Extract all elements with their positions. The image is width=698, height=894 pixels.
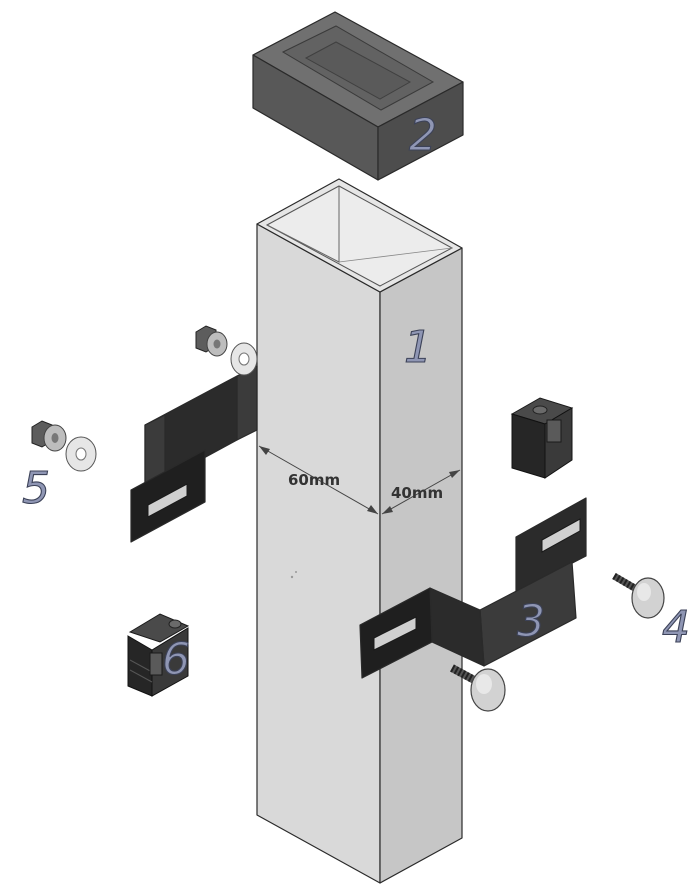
part-label-5: 5 — [22, 463, 50, 514]
clip-left-hole — [168, 619, 182, 629]
clip-left-side — [151, 627, 189, 697]
post-front-face — [256, 223, 381, 884]
bolt-upper — [612, 572, 665, 619]
clip-right-front — [511, 413, 546, 479]
washer-large-lower-hole — [75, 447, 87, 461]
part-label-6: 6 — [162, 634, 190, 685]
part-label-1: 1 — [404, 322, 432, 373]
dimension-60mm: 60mm — [258, 445, 379, 515]
dimension-60mm-arrow-end — [367, 505, 378, 514]
post-hole-mark — [290, 575, 294, 579]
bolt-lower-head-highlight — [476, 674, 492, 694]
dimension-40mm-line — [381, 469, 461, 515]
washer-small-upper-hole — [213, 339, 221, 349]
dimension-60mm-label: 60mm — [288, 471, 340, 489]
bracket-right-slot — [373, 616, 417, 651]
cap-inner-recess — [304, 41, 412, 100]
dimension-40mm-arrow-end — [449, 470, 460, 478]
bracket-right — [359, 497, 587, 679]
bolt-upper-head-highlight — [637, 583, 651, 601]
post-cap — [252, 11, 464, 181]
bracket-left-slot — [147, 483, 188, 518]
dimension-40mm-label: 40mm — [391, 484, 443, 502]
clip-left-ridge — [129, 659, 153, 673]
clip-left-notch — [149, 652, 163, 676]
dimension-40mm-arrow-start — [382, 506, 393, 514]
washer-large-upper-hole — [238, 352, 250, 366]
washer-small-lower-hole — [51, 433, 59, 443]
dimension-60mm-arrow-start — [259, 446, 270, 455]
post-hole-mark-2 — [295, 571, 297, 573]
dimension-60mm-line — [258, 445, 379, 515]
clip-right-notch — [546, 419, 562, 443]
nut-washer-upper — [195, 325, 258, 376]
part-label-2: 2 — [409, 110, 437, 161]
cap-side-face — [377, 81, 464, 181]
nut-washer-lower — [31, 420, 97, 472]
bolt-lower — [450, 664, 506, 712]
clip-right — [510, 397, 574, 479]
dimension-40mm: 40mm — [381, 469, 461, 515]
bracket-left — [130, 365, 258, 543]
post-inner-edge-2 — [338, 247, 453, 263]
part-label-3: 3 — [517, 596, 545, 647]
post — [256, 178, 463, 884]
bracket-left-arm — [236, 365, 258, 441]
bolt-upper-thread — [612, 572, 640, 594]
clip-right-hole — [532, 405, 548, 415]
part-label-4: 4 — [662, 602, 690, 653]
clip-left-ridge-2 — [129, 669, 153, 683]
bracket-right-slot-top — [541, 518, 581, 553]
clip-left — [127, 613, 190, 697]
